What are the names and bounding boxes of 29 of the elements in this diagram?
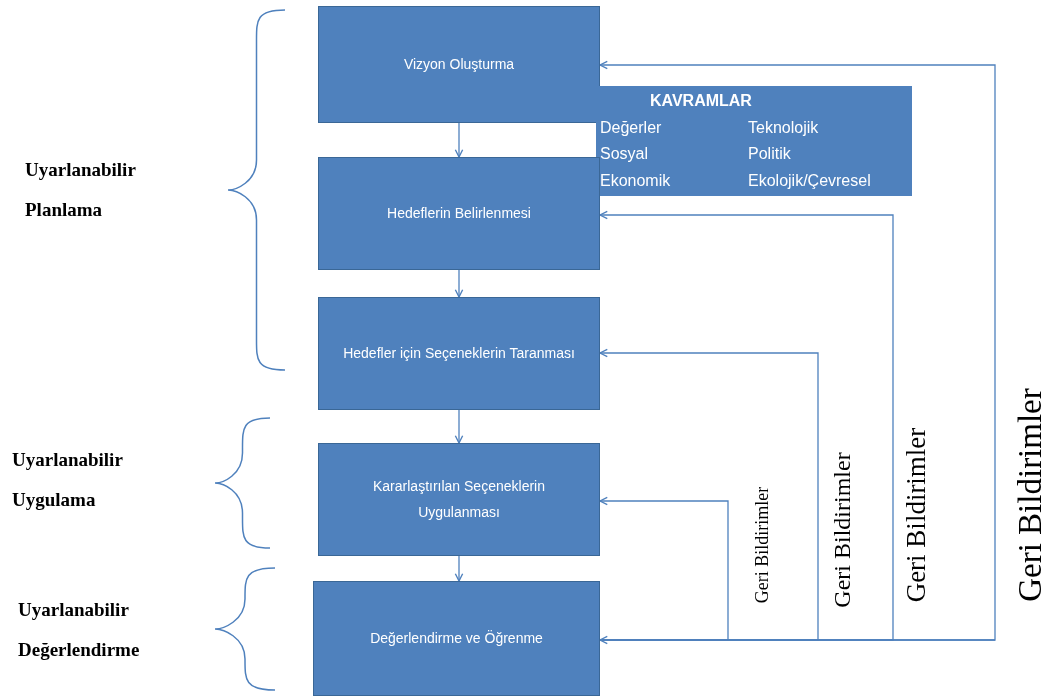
- arrow: [454, 409, 464, 444]
- edge-label: Geri Bildirimler: [753, 486, 771, 604]
- edge-label: Geri Bildirimler: [830, 452, 854, 608]
- arrow: [454, 555, 464, 582]
- panel-heading: KAVRAMLAR: [649, 91, 753, 111]
- process-box: Kararlaştırılan Seçeneklerin Uygulanması: [318, 443, 600, 556]
- arrow: [454, 122, 464, 158]
- concept-item: Ekonomik: [600, 170, 672, 191]
- arrow: [599, 348, 819, 641]
- phase-label: Uyarlanabilir Planlama: [25, 158, 137, 222]
- phase-label: Uyarlanabilir Değerlendirme: [18, 598, 141, 662]
- arrow: [454, 269, 464, 298]
- process-box: Hedefler için Seçeneklerin Taranması: [318, 297, 600, 410]
- edge-label: Geri Bildirimler: [1013, 388, 1047, 602]
- arrow: [599, 210, 894, 641]
- process-box: Değerlendirme ve Öğrenme: [313, 581, 600, 696]
- arrow: [599, 496, 729, 641]
- arrow: [599, 60, 996, 641]
- concept-item: Değerler: [600, 117, 663, 138]
- phase-label: Uyarlanabilir Uygulama: [12, 448, 124, 512]
- arrow: [599, 635, 996, 645]
- edge-label: Geri Bildirimler: [902, 427, 930, 603]
- process-box: Hedeflerin Belirlenmesi: [318, 157, 600, 270]
- process-box: Vizyon Oluşturma: [318, 6, 600, 123]
- concept-item: Sosyal: [600, 144, 650, 164]
- concepts-panel: [596, 86, 912, 196]
- concept-item: Politik: [748, 144, 792, 164]
- concept-item: Teknolojik: [748, 117, 820, 138]
- concept-item: Ekolojik/Çevresel: [748, 170, 872, 191]
